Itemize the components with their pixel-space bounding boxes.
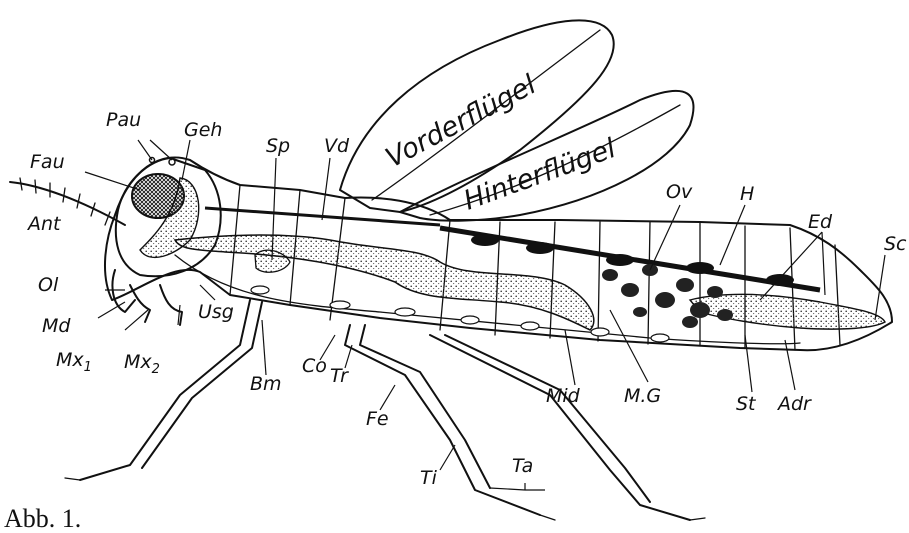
label-mid: Mid	[546, 385, 581, 407]
label-h: H	[740, 183, 754, 205]
label-vd: Vd	[324, 135, 350, 157]
label-tr: Tr	[330, 365, 349, 387]
label-geh: Geh	[184, 119, 222, 141]
label-ov: Ov	[666, 181, 693, 203]
label-sp: Sp	[266, 135, 290, 157]
label-sc: Sc	[884, 233, 907, 255]
label-mx1: Mx1	[56, 349, 92, 375]
label-ed: Ed	[808, 211, 833, 233]
label-fau: Fau	[30, 151, 65, 173]
label-usg: Usg	[198, 301, 234, 323]
label-bm: Bm	[250, 373, 282, 395]
label-ta: Ta	[512, 455, 533, 477]
label-md: Md	[42, 315, 71, 337]
label-mg: M.G	[624, 385, 661, 407]
label-co: Co	[302, 355, 327, 377]
label-st: St	[736, 393, 757, 415]
label-fe: Fe	[366, 408, 389, 430]
label-mx2: Mx2	[124, 351, 160, 377]
label-ti: Ti	[420, 467, 438, 489]
label-pau: Pau	[106, 109, 141, 131]
forewing-label: Vorderflügel	[381, 69, 542, 174]
label-ant: Ant	[26, 213, 62, 235]
label-adr: Adr	[776, 393, 812, 415]
label-ol: Ol	[38, 274, 59, 296]
figure-caption: Abb. 1.	[4, 504, 81, 533]
mouthparts	[112, 270, 182, 325]
